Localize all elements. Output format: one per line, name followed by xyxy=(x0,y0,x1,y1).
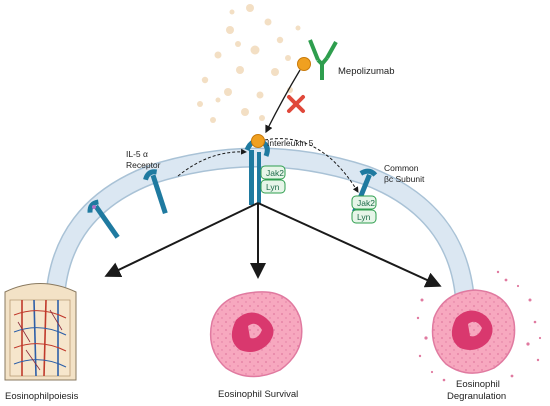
kinase-group-center: Jak2 Lyn xyxy=(260,165,286,194)
interleukin-5-label: Interleukin 5 xyxy=(267,138,314,148)
degranulation-label-line2: Degranulation xyxy=(447,391,506,402)
eosinophil-cell-center xyxy=(209,291,303,378)
eosinophil-cell-right xyxy=(431,289,516,374)
bone-marrow-illustration xyxy=(4,283,77,381)
survival-label: Eosinophil Survival xyxy=(218,389,298,400)
lyn-label-center: Lyn xyxy=(266,182,280,192)
beta-recruitment-arrow xyxy=(264,138,359,193)
receptor-label-line1: IL-5 α xyxy=(126,149,148,159)
arrow-to-eosinophilpoiesis xyxy=(104,202,259,278)
il5-bound-to-receptor xyxy=(251,134,265,148)
receptor-marker-dot xyxy=(92,205,96,209)
block-x-icon xyxy=(287,95,305,113)
jak2-label-center: Jak2 xyxy=(266,168,284,178)
degranulation-label-line1: Eosinophil xyxy=(456,379,500,390)
unbound-receptor-left xyxy=(87,199,120,239)
kinase-group-right: Jak2 Lyn xyxy=(351,195,377,224)
arrow-to-degranulation xyxy=(257,202,442,288)
lyn-label-right: Lyn xyxy=(357,212,371,222)
eosinophilpoiesis-label: Eosinophilpoiesis xyxy=(5,391,79,402)
mepolizumab-label: Mepolizumab xyxy=(338,66,395,77)
degranulation-particles xyxy=(416,270,542,382)
mepolizumab-antibody xyxy=(308,39,338,80)
receptor-label-line2: Receptor xyxy=(126,160,161,170)
jak2-label-right: Jak2 xyxy=(357,198,375,208)
alpha-recruitment-arrow xyxy=(177,148,247,177)
blocked-binding-arrow xyxy=(265,69,301,134)
beta-label-line1: Common xyxy=(384,163,419,173)
il5-particle-cloud xyxy=(197,4,301,123)
il5-bound-to-antibody xyxy=(297,57,311,71)
beta-label-line2: βc Subunit xyxy=(384,174,425,184)
il5-alpha-receptor xyxy=(143,169,168,215)
